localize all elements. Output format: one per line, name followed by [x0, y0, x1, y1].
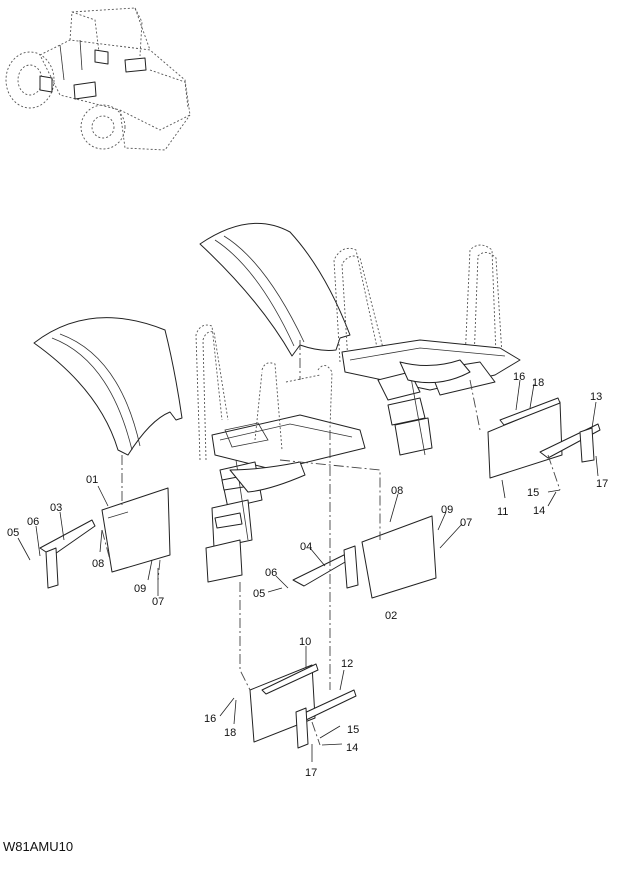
callout-17-lower: 17 — [305, 767, 317, 779]
callout-08-right: 08 — [391, 485, 403, 497]
part-12-bracket-lower — [295, 689, 357, 749]
callout-08-left: 08 — [92, 558, 104, 570]
callout-12: 12 — [341, 658, 353, 670]
leader-lines — [17, 379, 599, 762]
callout-10: 10 — [299, 636, 311, 648]
callout-15-lower: 15 — [347, 724, 359, 736]
callout-14-right: 14 — [533, 505, 545, 517]
callout-18-right: 18 — [532, 377, 544, 389]
callout-06-right: 06 — [265, 567, 277, 579]
callout-17-right: 17 — [596, 478, 608, 490]
assembly-lines — [101, 340, 561, 746]
left-step-assembly — [195, 324, 366, 583]
part-13-bracket-rear-right — [539, 423, 601, 463]
part-04-bracket-right — [292, 545, 359, 589]
callout-15-right: 15 — [527, 487, 539, 499]
part-10-mud-flap-lower — [249, 663, 319, 743]
callout-05-right: 05 — [253, 588, 265, 600]
part-01-mud-flap-left — [101, 487, 171, 573]
part-02-mud-flap-right — [361, 515, 437, 599]
callout-09-left: 09 — [134, 583, 146, 595]
callout-07-right: 07 — [460, 517, 472, 529]
callout-13: 13 — [590, 391, 602, 403]
callout-16-right: 16 — [513, 371, 525, 383]
callout-09-right: 09 — [441, 504, 453, 516]
right-step-assembly — [333, 244, 521, 456]
callout-14-lower: 14 — [346, 742, 358, 754]
callout-16-lower: 16 — [204, 713, 216, 725]
callout-04: 04 — [300, 541, 312, 553]
callout-11: 11 — [497, 506, 508, 518]
right-rear-fender — [199, 222, 351, 357]
machine-locator-view — [5, 7, 191, 151]
callout-labels: 01 02 03 04 05 05 06 06 07 07 08 08 09 0… — [7, 371, 608, 779]
part-18-bracket-upper-right — [499, 397, 561, 426]
callout-03: 03 — [50, 502, 62, 514]
left-rear-fender — [33, 317, 183, 456]
callout-06-left: 06 — [27, 516, 39, 528]
callout-05-left: 05 — [7, 527, 19, 539]
drawing-code: W81AMU10 — [3, 839, 74, 854]
callout-01: 01 — [86, 474, 98, 486]
part-03-bracket-left — [39, 519, 96, 589]
callout-18-lower: 18 — [224, 727, 236, 739]
callout-02: 02 — [385, 610, 397, 622]
callout-07-left: 07 — [152, 596, 164, 608]
